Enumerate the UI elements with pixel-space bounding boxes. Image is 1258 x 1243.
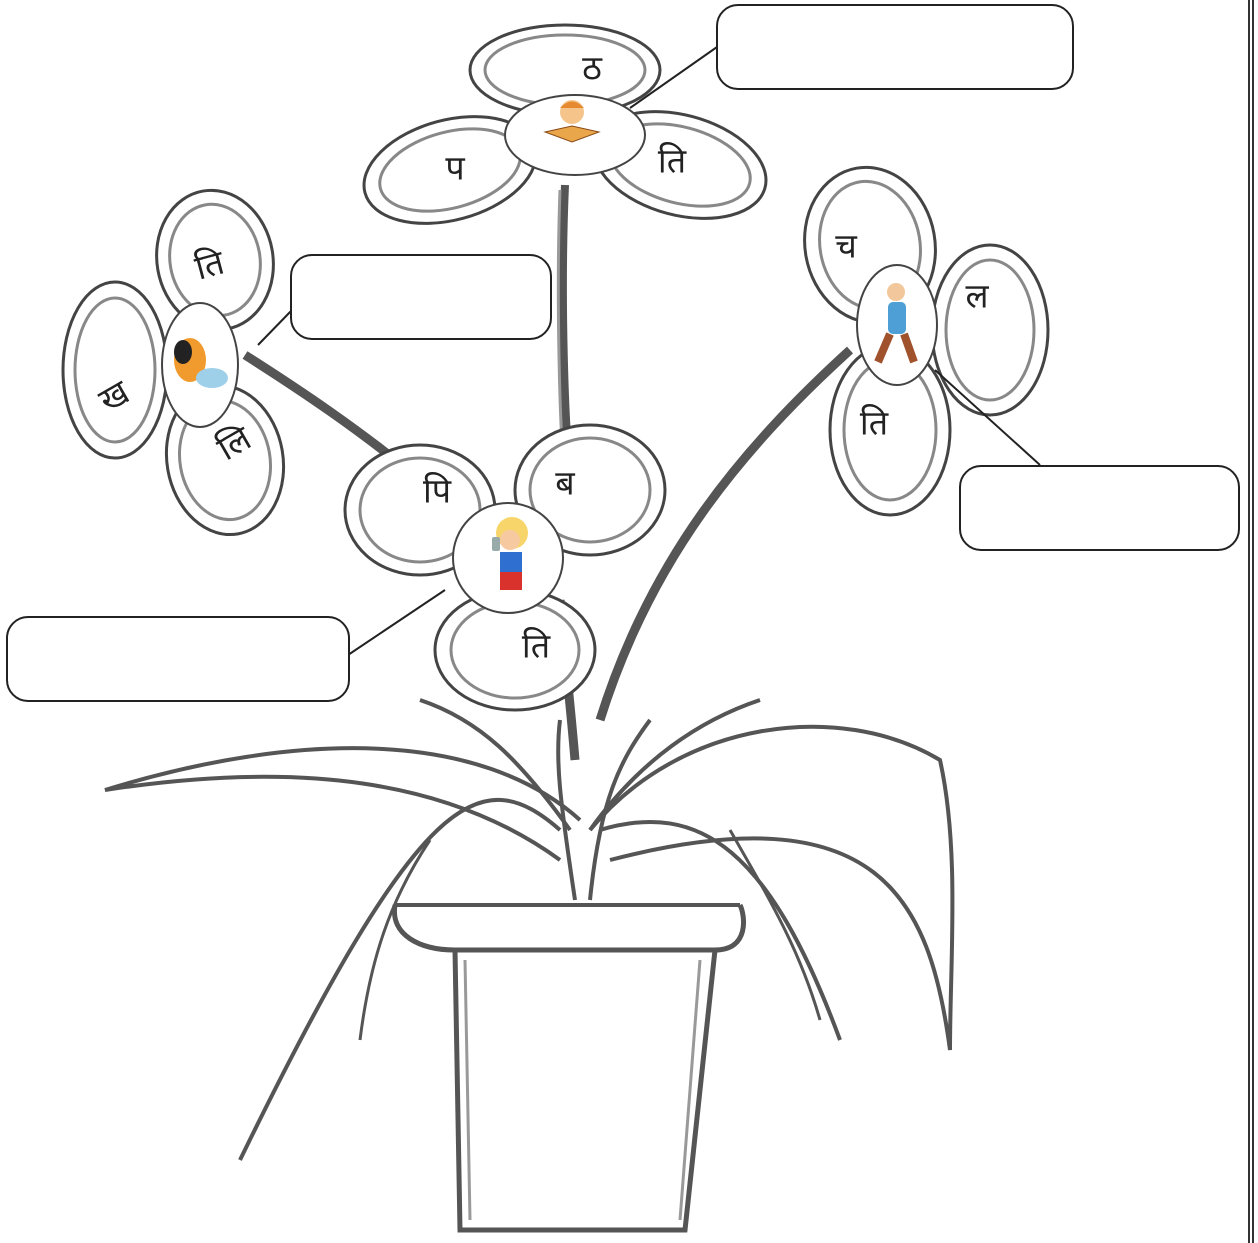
syllable-top-1: ठ <box>582 49 603 89</box>
page-border <box>1248 0 1254 1243</box>
flower-right <box>792 157 1048 515</box>
answer-input-right[interactable] <box>961 467 1242 551</box>
syllable-top-3: ति <box>658 142 687 182</box>
syllable-top-2: प <box>445 149 465 189</box>
syllable-right-3: ति <box>860 404 889 444</box>
answer-box-right[interactable] <box>959 465 1240 551</box>
syllable-middle-1: पि <box>423 472 452 512</box>
answer-box-left[interactable] <box>290 254 552 340</box>
syllable-right-1: च <box>835 227 858 267</box>
answer-box-top[interactable] <box>716 4 1074 90</box>
answer-box-middle[interactable] <box>6 616 350 702</box>
syllable-middle-3: ति <box>522 627 551 667</box>
answer-input-middle[interactable] <box>8 618 352 702</box>
syllable-middle-2: ब <box>555 464 575 504</box>
answer-input-left[interactable] <box>292 256 554 340</box>
syllable-right-2: ल <box>965 277 989 317</box>
answer-input-top[interactable] <box>718 6 1076 90</box>
